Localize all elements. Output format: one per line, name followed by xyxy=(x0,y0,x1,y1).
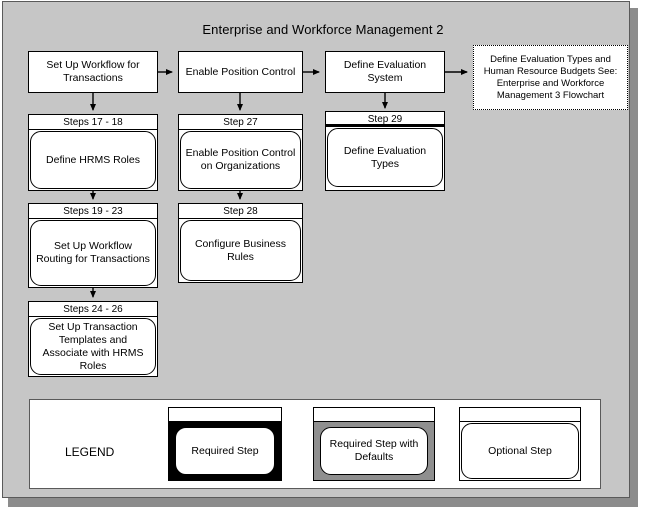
legend-label-required-step: Required Step xyxy=(175,427,275,475)
step-body: Define HRMS Roles xyxy=(29,130,157,190)
top-box-label: Define Evaluation System xyxy=(343,59,427,84)
step-label-define-evaluation-types: Define Evaluation Types xyxy=(327,128,443,187)
step-group-steps-17-18[interactable]: Steps 17 - 18 Define HRMS Roles xyxy=(28,114,158,191)
step-body: Enable Position Control on Organizations xyxy=(179,130,302,190)
step-label-setup-workflow-routing: Set Up Workflow Routing for Transactions xyxy=(30,220,156,286)
step-label-setup-transaction-templates: Set Up Transaction Templates and Associa… xyxy=(30,318,156,375)
legend-item-required-step-with-defaults: Required Step with Defaults xyxy=(313,407,435,481)
top-box-define-evaluation-system[interactable]: Define Evaluation System xyxy=(325,51,445,93)
step-header: Steps 24 - 26 xyxy=(29,302,157,317)
step-body: Define Evaluation Types xyxy=(326,127,444,188)
top-box-label: Enable Position Control xyxy=(185,65,296,78)
legend-label-required-step-with-defaults: Required Step with Defaults xyxy=(320,427,428,475)
step-header: Step 27 xyxy=(179,115,302,130)
step-group-step-28[interactable]: Step 28 Configure Business Rules xyxy=(178,203,303,283)
legend-header-strip xyxy=(314,408,434,422)
step-label-enable-position-control-organizations: Enable Position Control on Organizations xyxy=(180,131,301,189)
step-header: Step 28 xyxy=(179,204,302,219)
reference-box-evaluation-types-budgets[interactable]: Define Evaluation Types and Human Resour… xyxy=(473,45,628,110)
legend-item-required-step: Required Step xyxy=(168,407,282,481)
step-header: Steps 19 - 23 xyxy=(29,204,157,219)
reference-box-label: Define Evaluation Types and Human Resour… xyxy=(483,53,618,101)
step-label-define-hrms-roles: Define HRMS Roles xyxy=(30,131,156,189)
legend-body: Optional Step xyxy=(460,422,580,480)
step-group-step-27[interactable]: Step 27 Enable Position Control on Organ… xyxy=(178,114,303,191)
step-header: Step 29 xyxy=(326,112,444,127)
top-box-set-up-workflow[interactable]: Set Up Workflow for Transactions xyxy=(28,51,158,93)
step-group-steps-19-23[interactable]: Steps 19 - 23 Set Up Workflow Routing fo… xyxy=(28,203,158,288)
legend-header-strip xyxy=(169,408,281,422)
step-body: Set Up Workflow Routing for Transactions xyxy=(29,219,157,287)
legend-body: Required Step with Defaults xyxy=(314,422,434,480)
top-box-enable-position-control[interactable]: Enable Position Control xyxy=(178,51,303,93)
step-body: Configure Business Rules xyxy=(179,219,302,282)
legend-body: Required Step xyxy=(169,422,281,480)
legend-item-optional-step: Optional Step xyxy=(459,407,581,481)
step-group-step-29[interactable]: Step 29 Define Evaluation Types xyxy=(325,111,445,191)
step-group-steps-24-26[interactable]: Steps 24 - 26 Set Up Transaction Templat… xyxy=(28,301,158,377)
legend-header-strip xyxy=(460,408,580,422)
step-label-configure-business-rules: Configure Business Rules xyxy=(180,220,301,281)
legend-label-optional-step: Optional Step xyxy=(461,423,579,479)
legend-title: LEGEND xyxy=(65,445,115,459)
page-title: Enterprise and Workforce Management 2 xyxy=(202,22,444,37)
top-box-label: Set Up Workflow for Transactions xyxy=(46,59,140,84)
step-body: Set Up Transaction Templates and Associa… xyxy=(29,317,157,376)
step-header: Steps 17 - 18 xyxy=(29,115,157,130)
